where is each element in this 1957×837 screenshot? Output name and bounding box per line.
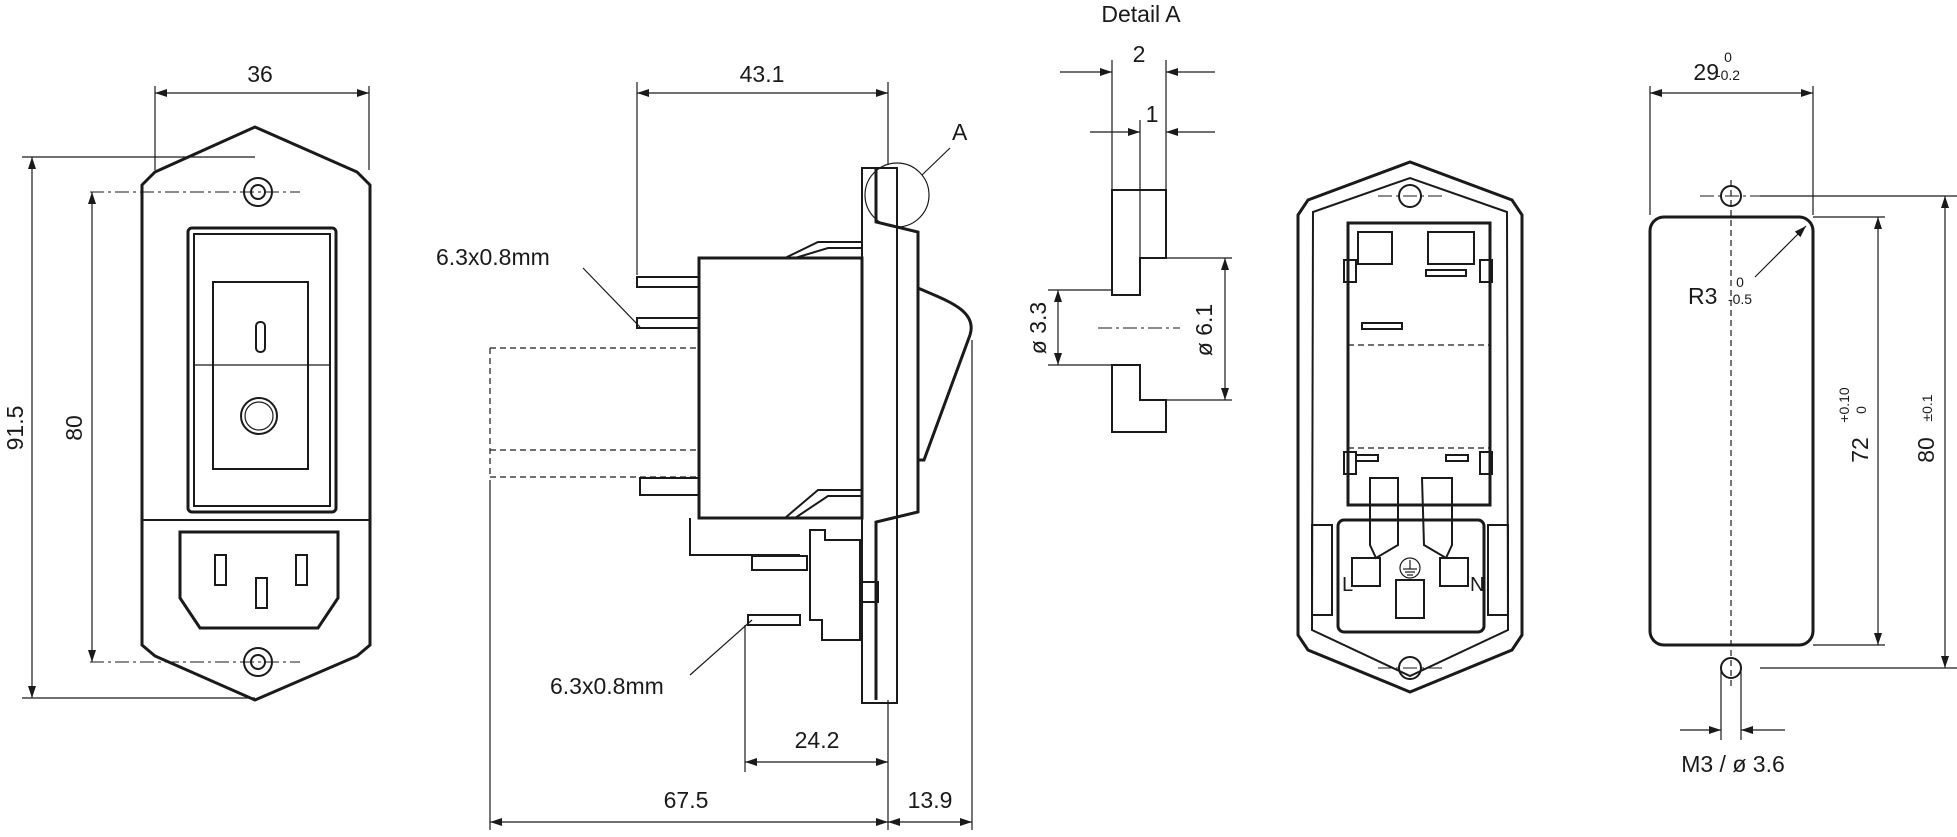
cutout-width-tol-upper: 0 — [1724, 49, 1732, 65]
rear-slot-3 — [1355, 454, 1379, 462]
cutout-hole: M3 / ø 3.6 — [1681, 751, 1785, 777]
switch-bezel-inner — [193, 233, 331, 507]
rear-clip-right — [1479, 259, 1493, 283]
inlet-pin-right — [295, 554, 308, 586]
dim-depth-lower: 24.2 — [795, 727, 840, 753]
cutout-height-72-tol-upper: +0.10 — [1836, 387, 1852, 423]
front-view: 36 91.5 80 — [2, 61, 372, 702]
switch-bezel — [186, 226, 338, 514]
detail-title: Detail A — [1101, 1, 1181, 27]
rear-slot-1 — [1425, 269, 1467, 277]
cutout-width: 29 — [1693, 59, 1719, 85]
terminal-bottom — [751, 555, 808, 571]
front-flange-outline — [140, 125, 372, 702]
inlet-body — [809, 529, 861, 641]
detail-dim-1: 1 — [1146, 101, 1159, 127]
rear-side-latch-right — [1487, 524, 1509, 616]
iec-inlet — [178, 530, 340, 630]
earth-icon — [1399, 557, 1421, 579]
rear-label-n: N — [1470, 574, 1484, 596]
cutout-height-72-tol-lower: 0 — [1853, 406, 1869, 414]
inlet-pin-earth — [255, 577, 268, 609]
panel-cutout-view: 29 0 -0.2 R3 0 -0.5 72 +0.10 0 80 ±0.1 M… — [1648, 49, 1957, 777]
radius-leader — [1754, 225, 1807, 278]
rear-side-latch-left — [1311, 524, 1333, 616]
rear-clip-left-2 — [1343, 451, 1357, 475]
rear-slot-2 — [1361, 322, 1403, 330]
terminal-leader-top — [582, 267, 641, 328]
terminal-leader-bottom — [689, 619, 753, 676]
rear-clip-left — [1343, 259, 1357, 283]
rear-flange-outline — [1296, 160, 1524, 694]
front-frame — [874, 168, 920, 700]
detail-a: Detail A 2 1 ø 3.3 ø 6.1 — [1025, 1, 1232, 433]
cutout-height-80-tol: ±0.1 — [1919, 394, 1935, 421]
rear-clip-right-2 — [1479, 451, 1493, 475]
clip-top-2 — [794, 247, 862, 259]
rear-inlet-body — [1336, 518, 1486, 634]
off-symbol-icon — [240, 397, 278, 435]
rear-tab-right — [1427, 231, 1475, 265]
dim-front-height: 91.5 — [2, 406, 28, 451]
terminal-size-bottom: 6.3x0.8mm — [550, 673, 664, 699]
rocker-profile — [917, 286, 973, 462]
rocker-switch — [212, 281, 309, 470]
switch-body — [697, 256, 864, 520]
detail-section-top — [1111, 189, 1167, 296]
on-symbol-icon — [255, 321, 266, 353]
dim-hole-spacing: 80 — [61, 415, 87, 441]
rear-slot-4 — [1445, 454, 1469, 462]
terminal-top-2 — [636, 317, 700, 329]
cutout-radius-tol-lower: -0.5 — [1728, 291, 1752, 307]
off-symbol-icon-inner — [244, 401, 274, 431]
dim-depth-top: 43.1 — [740, 61, 785, 87]
hidden-lines — [489, 347, 699, 478]
detail-dim-2: 2 — [1133, 41, 1146, 67]
dim-depth-total: 67.5 — [664, 787, 709, 813]
wire-lead — [689, 518, 800, 556]
latch — [861, 581, 879, 603]
rear-terminal-n — [1439, 557, 1469, 587]
dim-front-width: 36 — [247, 61, 273, 87]
terminal-mid — [639, 477, 700, 496]
detail-section-bottom — [1111, 364, 1167, 433]
cutout-height-80: 80 — [1913, 437, 1939, 463]
rear-lead-left — [1369, 477, 1399, 560]
dim-front-depth: 13.9 — [908, 787, 953, 813]
cutout-height-72: 72 — [1847, 437, 1873, 463]
clip-bottom — [784, 489, 862, 519]
rear-view: L N — [1296, 160, 1524, 694]
rear-switch-body — [1346, 221, 1492, 507]
cutout-width-tol-lower: -0.2 — [1716, 67, 1740, 83]
detail-a-circle — [864, 162, 930, 228]
terminal-bottom-2 — [747, 614, 801, 626]
cutout-radius-tol-upper: 0 — [1736, 274, 1744, 290]
detail-dia-inner: ø 3.3 — [1025, 302, 1051, 354]
clip-bottom-2 — [794, 495, 862, 519]
terminal-size-top: 6.3x0.8mm — [436, 244, 550, 270]
detail-dia-outer: ø 6.1 — [1191, 304, 1217, 356]
terminal-top — [636, 276, 700, 288]
clip-top — [784, 241, 862, 259]
rear-terminal-l — [1351, 557, 1381, 587]
rear-label-l: L — [1342, 574, 1353, 596]
rear-flange-inner — [1310, 176, 1510, 678]
inlet-pin-left — [214, 554, 227, 586]
detail-a-leader — [921, 147, 951, 176]
rear-tab-left — [1357, 231, 1393, 265]
detail-ref-a: A — [952, 119, 968, 145]
rear-terminal-earth — [1395, 579, 1425, 619]
cutout-radius: R3 — [1688, 283, 1717, 309]
side-view: A 6.3x0.8mm 6.3x0.8mm 43.1 24.2 67.5 13.… — [436, 61, 973, 830]
rear-lead-right — [1420, 477, 1453, 560]
panel-plate — [861, 167, 898, 704]
